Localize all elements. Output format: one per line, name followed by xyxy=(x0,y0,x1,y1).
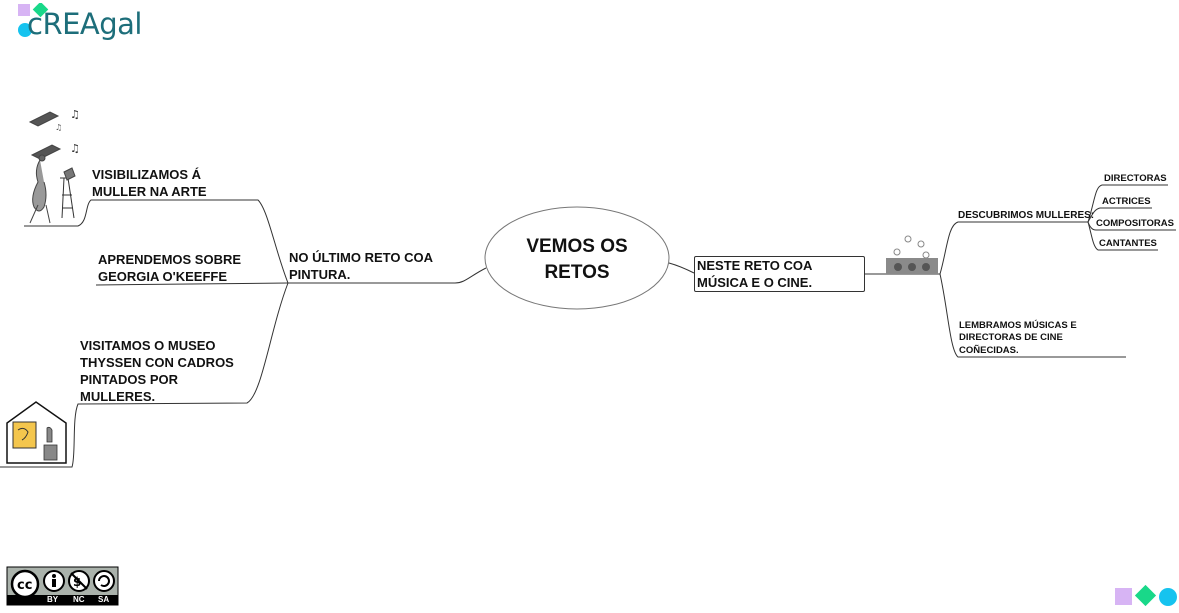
cinema-music-icon xyxy=(886,235,938,274)
logo-shapes-icon xyxy=(18,3,49,37)
right-hub-label[interactable]: NESTE RETO COA MÚSICA E O CINE. xyxy=(697,258,813,290)
license-term-nc: NC xyxy=(73,595,85,604)
right-branch-lembramos[interactable]: LEMBRAMOS MÚSICAS E DIRECTORAS DE CINE C… xyxy=(959,320,1077,356)
brand-shapes-icon xyxy=(1115,584,1177,607)
museum-icon xyxy=(6,401,67,464)
creagal-logo: cREAgal xyxy=(17,3,177,45)
license-term-by: BY xyxy=(47,595,59,604)
right-branch-descubrimos[interactable]: DESCUBRIMOS MULLERES: xyxy=(958,210,1095,221)
connector-leaf-4 xyxy=(1087,221,1158,251)
svg-text:♫: ♫ xyxy=(70,142,80,155)
left-branch-visibilizamos[interactable]: VISIBILIZAMOS Á MULLER NA ARTE xyxy=(92,167,207,199)
connector-left-branch-1 xyxy=(24,199,289,284)
central-node-ellipse xyxy=(484,206,670,310)
right-hub-box[interactable] xyxy=(694,256,865,292)
license-term-sa: SA xyxy=(98,595,110,604)
svg-text:♫: ♫ xyxy=(70,108,80,121)
connector-center-right xyxy=(668,262,695,274)
connector-right-branch-1 xyxy=(939,221,1088,275)
connector-left-branch-3 xyxy=(0,282,289,468)
central-node-title[interactable]: VEMOS OS RETOS xyxy=(526,236,628,283)
connector-left-branch-2 xyxy=(95,282,289,286)
leaf-compositoras[interactable]: COMPOSITORAS xyxy=(1096,218,1174,229)
connector-center-left xyxy=(288,267,487,284)
svg-text:cc: cc xyxy=(17,578,32,593)
connector-right-branch-2 xyxy=(939,273,1126,358)
left-branch-museo[interactable]: VISITAMOS O MUSEO THYSSEN CON CADROS PIN… xyxy=(80,338,234,404)
leaf-directoras[interactable]: DIRECTORAS xyxy=(1104,173,1167,184)
logo-text: cREAgal xyxy=(27,7,143,41)
left-hub-label[interactable]: NO ÚLTIMO RETO COA PINTURA. xyxy=(289,250,433,282)
leaf-cantantes[interactable]: CANTANTES xyxy=(1099,238,1157,249)
leaf-actrices[interactable]: ACTRICES xyxy=(1102,196,1151,207)
dancer-violin-icon: ♫ ♫ ♫ xyxy=(28,108,80,224)
cc-by-nc-sa-icon: cc $ xyxy=(6,566,119,606)
left-branch-georgia[interactable]: APRENDEMOS SOBRE GEORGIA O'KEEFFE xyxy=(98,252,242,284)
connector-leaf-2 xyxy=(1087,207,1152,223)
connector-leaf-1 xyxy=(1087,184,1168,223)
svg-text:♫: ♫ xyxy=(55,123,62,132)
svg-text:$: $ xyxy=(73,575,81,589)
